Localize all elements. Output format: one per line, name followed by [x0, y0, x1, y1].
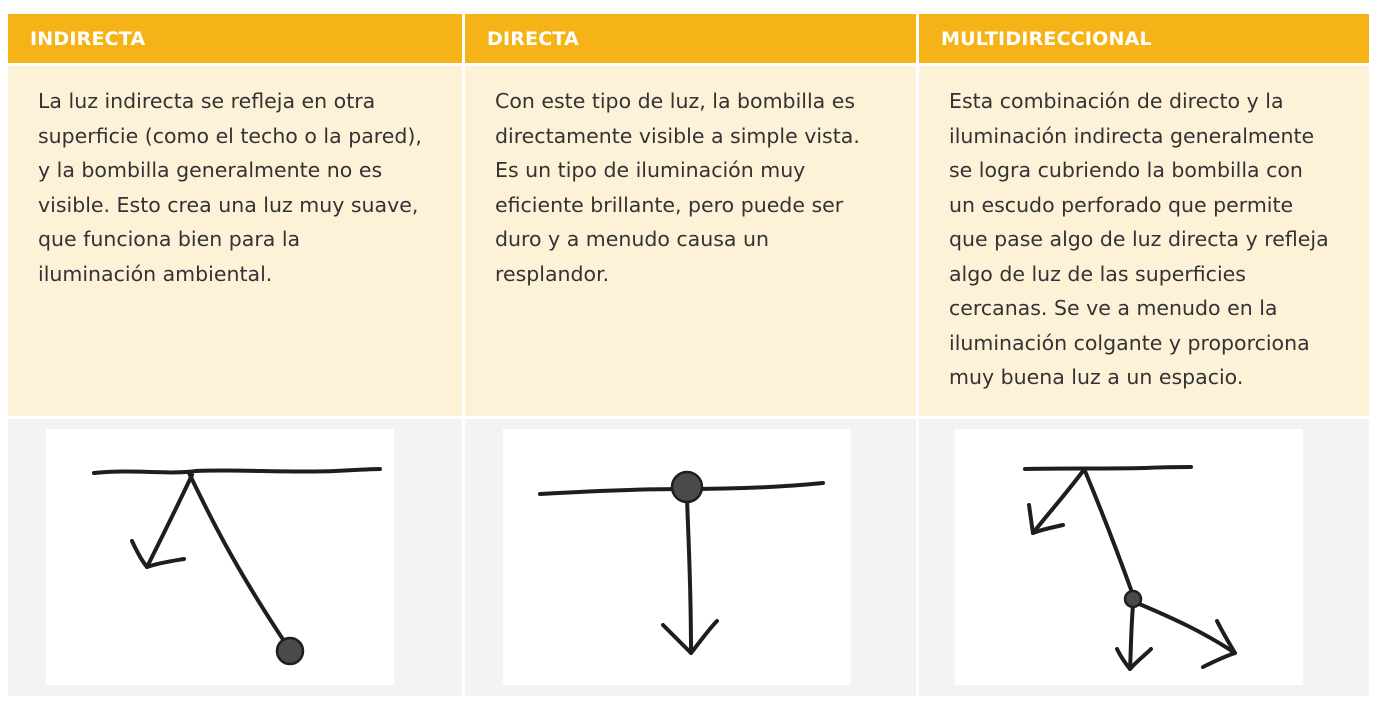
column-description: Esta combinación de directo y la ilumina…: [919, 66, 1369, 419]
diagram-cell: [8, 419, 462, 696]
right-ray: [1135, 601, 1237, 655]
direct-diagram-svg: [538, 470, 825, 655]
column-directa: DIRECTA Con este tipo de luz, la bombill…: [462, 14, 916, 696]
light-ray-to-bulb: [1083, 469, 1135, 597]
ceiling-line: [1023, 465, 1193, 471]
column-description: La luz indirecta se refleja en otra supe…: [8, 66, 462, 419]
column-indirecta: INDIRECTA La luz indirecta se refleja en…: [8, 14, 462, 696]
down-ray: [1128, 603, 1135, 671]
column-title: MULTIDIRECCIONAL: [941, 27, 1152, 50]
ceiling-line: [92, 467, 382, 475]
bulb: [1123, 589, 1143, 609]
bulb: [670, 470, 704, 504]
diagram-cell: [919, 419, 1369, 696]
column-header: INDIRECTA: [8, 14, 462, 66]
column-header: MULTIDIRECCIONAL: [919, 14, 1369, 66]
arrow-head-right: [1201, 619, 1237, 669]
column-description: Con este tipo de luz, la bombilla es dir…: [465, 66, 916, 419]
direct-light-diagram-icon: [503, 429, 851, 685]
multidirectional-light-diagram-icon: [955, 429, 1303, 685]
lighting-types-table: INDIRECTA La luz indirecta se refleja en…: [8, 14, 1369, 696]
arrow-head-left: [1027, 503, 1065, 535]
arrow-head: [130, 539, 186, 569]
column-header: DIRECTA: [465, 14, 916, 66]
arrow-head: [661, 619, 719, 655]
arrow-head-down: [1115, 647, 1153, 671]
column-title: DIRECTA: [487, 27, 579, 50]
reflected-ray: [145, 473, 194, 569]
light-ray-down: [685, 497, 693, 655]
column-title: INDIRECTA: [30, 27, 146, 50]
reflected-ray: [1031, 469, 1085, 535]
multidirectional-diagram-svg: [1023, 465, 1237, 671]
column-multidireccional: MULTIDIRECCIONAL Esta combinación de dir…: [916, 14, 1369, 696]
diagram-cell: [465, 419, 916, 696]
indirect-light-diagram-icon: [46, 429, 394, 685]
bulb: [275, 636, 305, 666]
indirect-diagram-svg: [92, 467, 382, 666]
light-ray-to-bulb: [187, 471, 290, 649]
